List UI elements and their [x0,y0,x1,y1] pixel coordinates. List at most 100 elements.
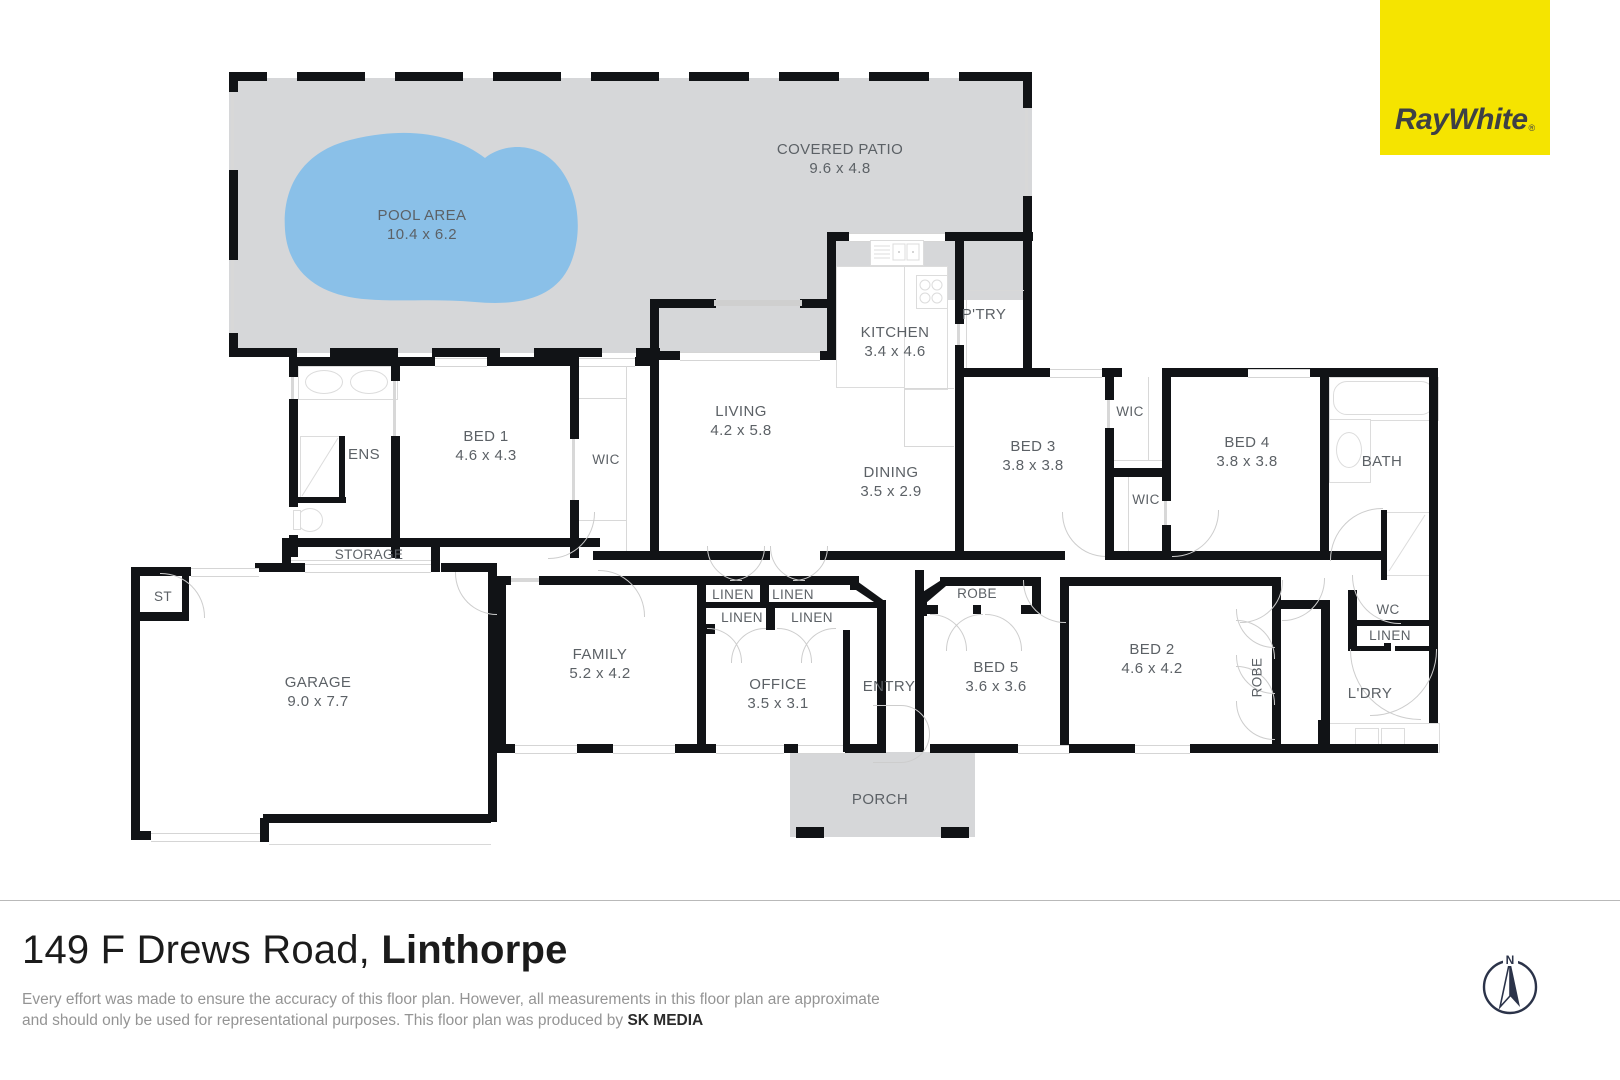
wall-kitchen-left [827,232,836,360]
bath-door [1330,508,1383,561]
ens-basin-2 [350,370,388,394]
wall-wic3-bottom [1105,551,1171,560]
wall-entry-door-right [930,744,958,753]
wall-storage-top [289,538,441,547]
wall-pantry-right [1023,238,1032,368]
raywhite-logo: RayWhite ® [1380,0,1550,155]
room-label-storage: STORAGE [334,547,404,562]
address-suburb: Linthorpe [381,928,568,972]
robe1-door-c [985,614,1022,651]
wall-bed1-top-2 [487,357,573,366]
pantry-shelf-left [966,290,967,368]
wall-garage-top-1 [131,567,191,576]
wic1-rail [626,366,627,556]
garage-bottom-line [269,844,491,845]
wall-wic3-right-bot [1162,525,1171,558]
room-label-linen3: LINEN [721,610,763,625]
wall-patio-top-3 [869,72,929,81]
bed1-window-2 [573,358,635,367]
wall-ens-bed1-bot [391,436,400,558]
wall-entry-right [915,570,924,752]
room-label-wic1: WIC [592,452,620,467]
bed3-door [1062,512,1107,557]
wall-pool-left-bot [229,333,238,355]
wall-porch-bottom-right [941,827,969,838]
registered-trademark-icon: ® [1528,123,1536,133]
robe1-corner-diagonal [918,577,946,603]
wall-linen-left [1348,620,1357,650]
room-label-linen2: LINEN [772,587,814,602]
wall-wic3-right-top [1162,473,1171,501]
kitchen-cooktop-burners [919,279,943,304]
family-top-opening [511,578,539,582]
wall-patio-right-lower [1023,196,1032,238]
wall-pantry-left-top [955,232,964,324]
room-label-wic3: WIC [1132,492,1160,507]
wall-pool-top-3 [395,72,463,81]
wall-bed1-top-1 [399,357,435,366]
disclaimer-text: Every effort was made to ensure the accu… [22,989,902,1031]
pool-water-shape [284,132,578,303]
storage-shelf-1 [305,564,347,573]
wall-patio-right-upper [1023,78,1032,108]
wall-linen-bottom-2 [1395,646,1438,651]
pool-left-opening-2 [231,260,234,333]
wall-storage-bottom-1 [255,563,305,572]
wall-garage-bottom-right [263,814,491,823]
wall-pool-bottom-1 [229,348,297,357]
ens-toilet [297,508,323,532]
wall-living-left [650,357,659,557]
wic1-shelf-top [579,398,627,399]
wall-hall-top-1 [593,551,651,560]
ens-shower-diagonal [301,437,339,497]
wall-pool-bottom-4 [534,348,602,357]
wall-ldry-bottom [1290,744,1438,753]
wall-wic2-right [1162,368,1171,473]
wall-patio-bottom-left [654,351,680,360]
footer: 149 F Drews Road, Linthorpe Every effort… [0,900,1620,1080]
bed5-door [1023,580,1066,623]
linen-door-right [1370,649,1437,716]
wall-patio-top-4 [959,72,1032,81]
wic2-shelf [1114,460,1162,461]
kitchen-island [836,266,906,388]
garage-top-window [191,568,259,577]
wall-entry-left [843,630,850,752]
wall-linen-post [1384,643,1391,651]
wall-robe1-top [940,577,1040,586]
wic3-door-opening [1164,501,1167,525]
wall-bed3-wic2 [1105,368,1114,400]
bath-basin [1336,432,1362,468]
kitchen-bench-lower [904,388,905,446]
pantry-door-opening [957,324,960,345]
wall-patio-lower-right [800,299,830,308]
wall-ens-bed1-top [391,357,400,381]
wall-bed4-bath [1320,368,1329,558]
wall-bed4-top-2 [1310,368,1438,377]
wic2-rail [1148,377,1149,460]
wall-storage-top-2 [441,538,600,547]
wall-linen-top [706,576,856,585]
room-label-linen4: LINEN [791,610,833,625]
ens-door-opening [393,381,396,436]
bed3-window [1050,369,1102,378]
raywhite-logo-text: RayWhite [1394,103,1528,136]
entry-door [873,705,930,763]
bath-tub [1333,381,1435,415]
wall-bed2-bottom-2 [1190,744,1230,753]
wall-garage-left [131,567,140,840]
kitchen-sink-detail [874,243,920,261]
wall-office-right [877,630,886,752]
room-label-ens: ENS [347,446,381,463]
ens-toilet-cistern [293,510,301,530]
family-window-2 [613,745,675,754]
wall-ens-left-top [289,357,298,377]
room-label-pantry: P'TRY [961,306,1007,323]
wic2-door-opening [1107,400,1110,428]
wall-bed4-bottom [1171,551,1321,560]
wall-bed2-bottom-1 [1069,744,1135,753]
